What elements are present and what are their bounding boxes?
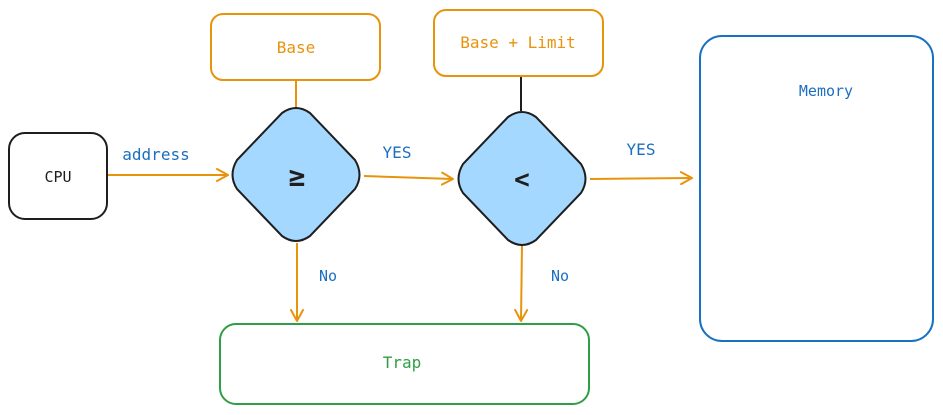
arrow-ge-to-lt bbox=[363, 171, 454, 186]
edge-label-no-2: No bbox=[551, 267, 569, 285]
memory-node bbox=[699, 35, 934, 342]
base-label: Base bbox=[277, 38, 316, 57]
base-limit-node bbox=[433, 9, 604, 77]
edge-label-address: address bbox=[122, 145, 189, 164]
ge-decision-diamond bbox=[231, 107, 361, 242]
memory-label: Memory bbox=[799, 82, 853, 100]
trap-node bbox=[219, 323, 590, 405]
lt-symbol: < bbox=[514, 165, 530, 195]
arrow-lt-to-memory bbox=[589, 171, 693, 186]
edge-label-no-1: No bbox=[319, 267, 337, 285]
base-node bbox=[210, 13, 381, 81]
base-limit-label: Base + Limit bbox=[460, 33, 576, 52]
cpu-label: CPU bbox=[44, 168, 71, 186]
edge-label-yes-1: YES bbox=[383, 143, 412, 162]
lt-decision-diamond bbox=[457, 111, 587, 246]
cpu-node bbox=[8, 132, 108, 220]
arrow-lt-to-trap bbox=[514, 244, 529, 322]
ge-symbol: ≥ bbox=[289, 160, 306, 193]
trap-label: Trap bbox=[383, 353, 422, 372]
edge-label-yes-2: YES bbox=[627, 140, 656, 159]
